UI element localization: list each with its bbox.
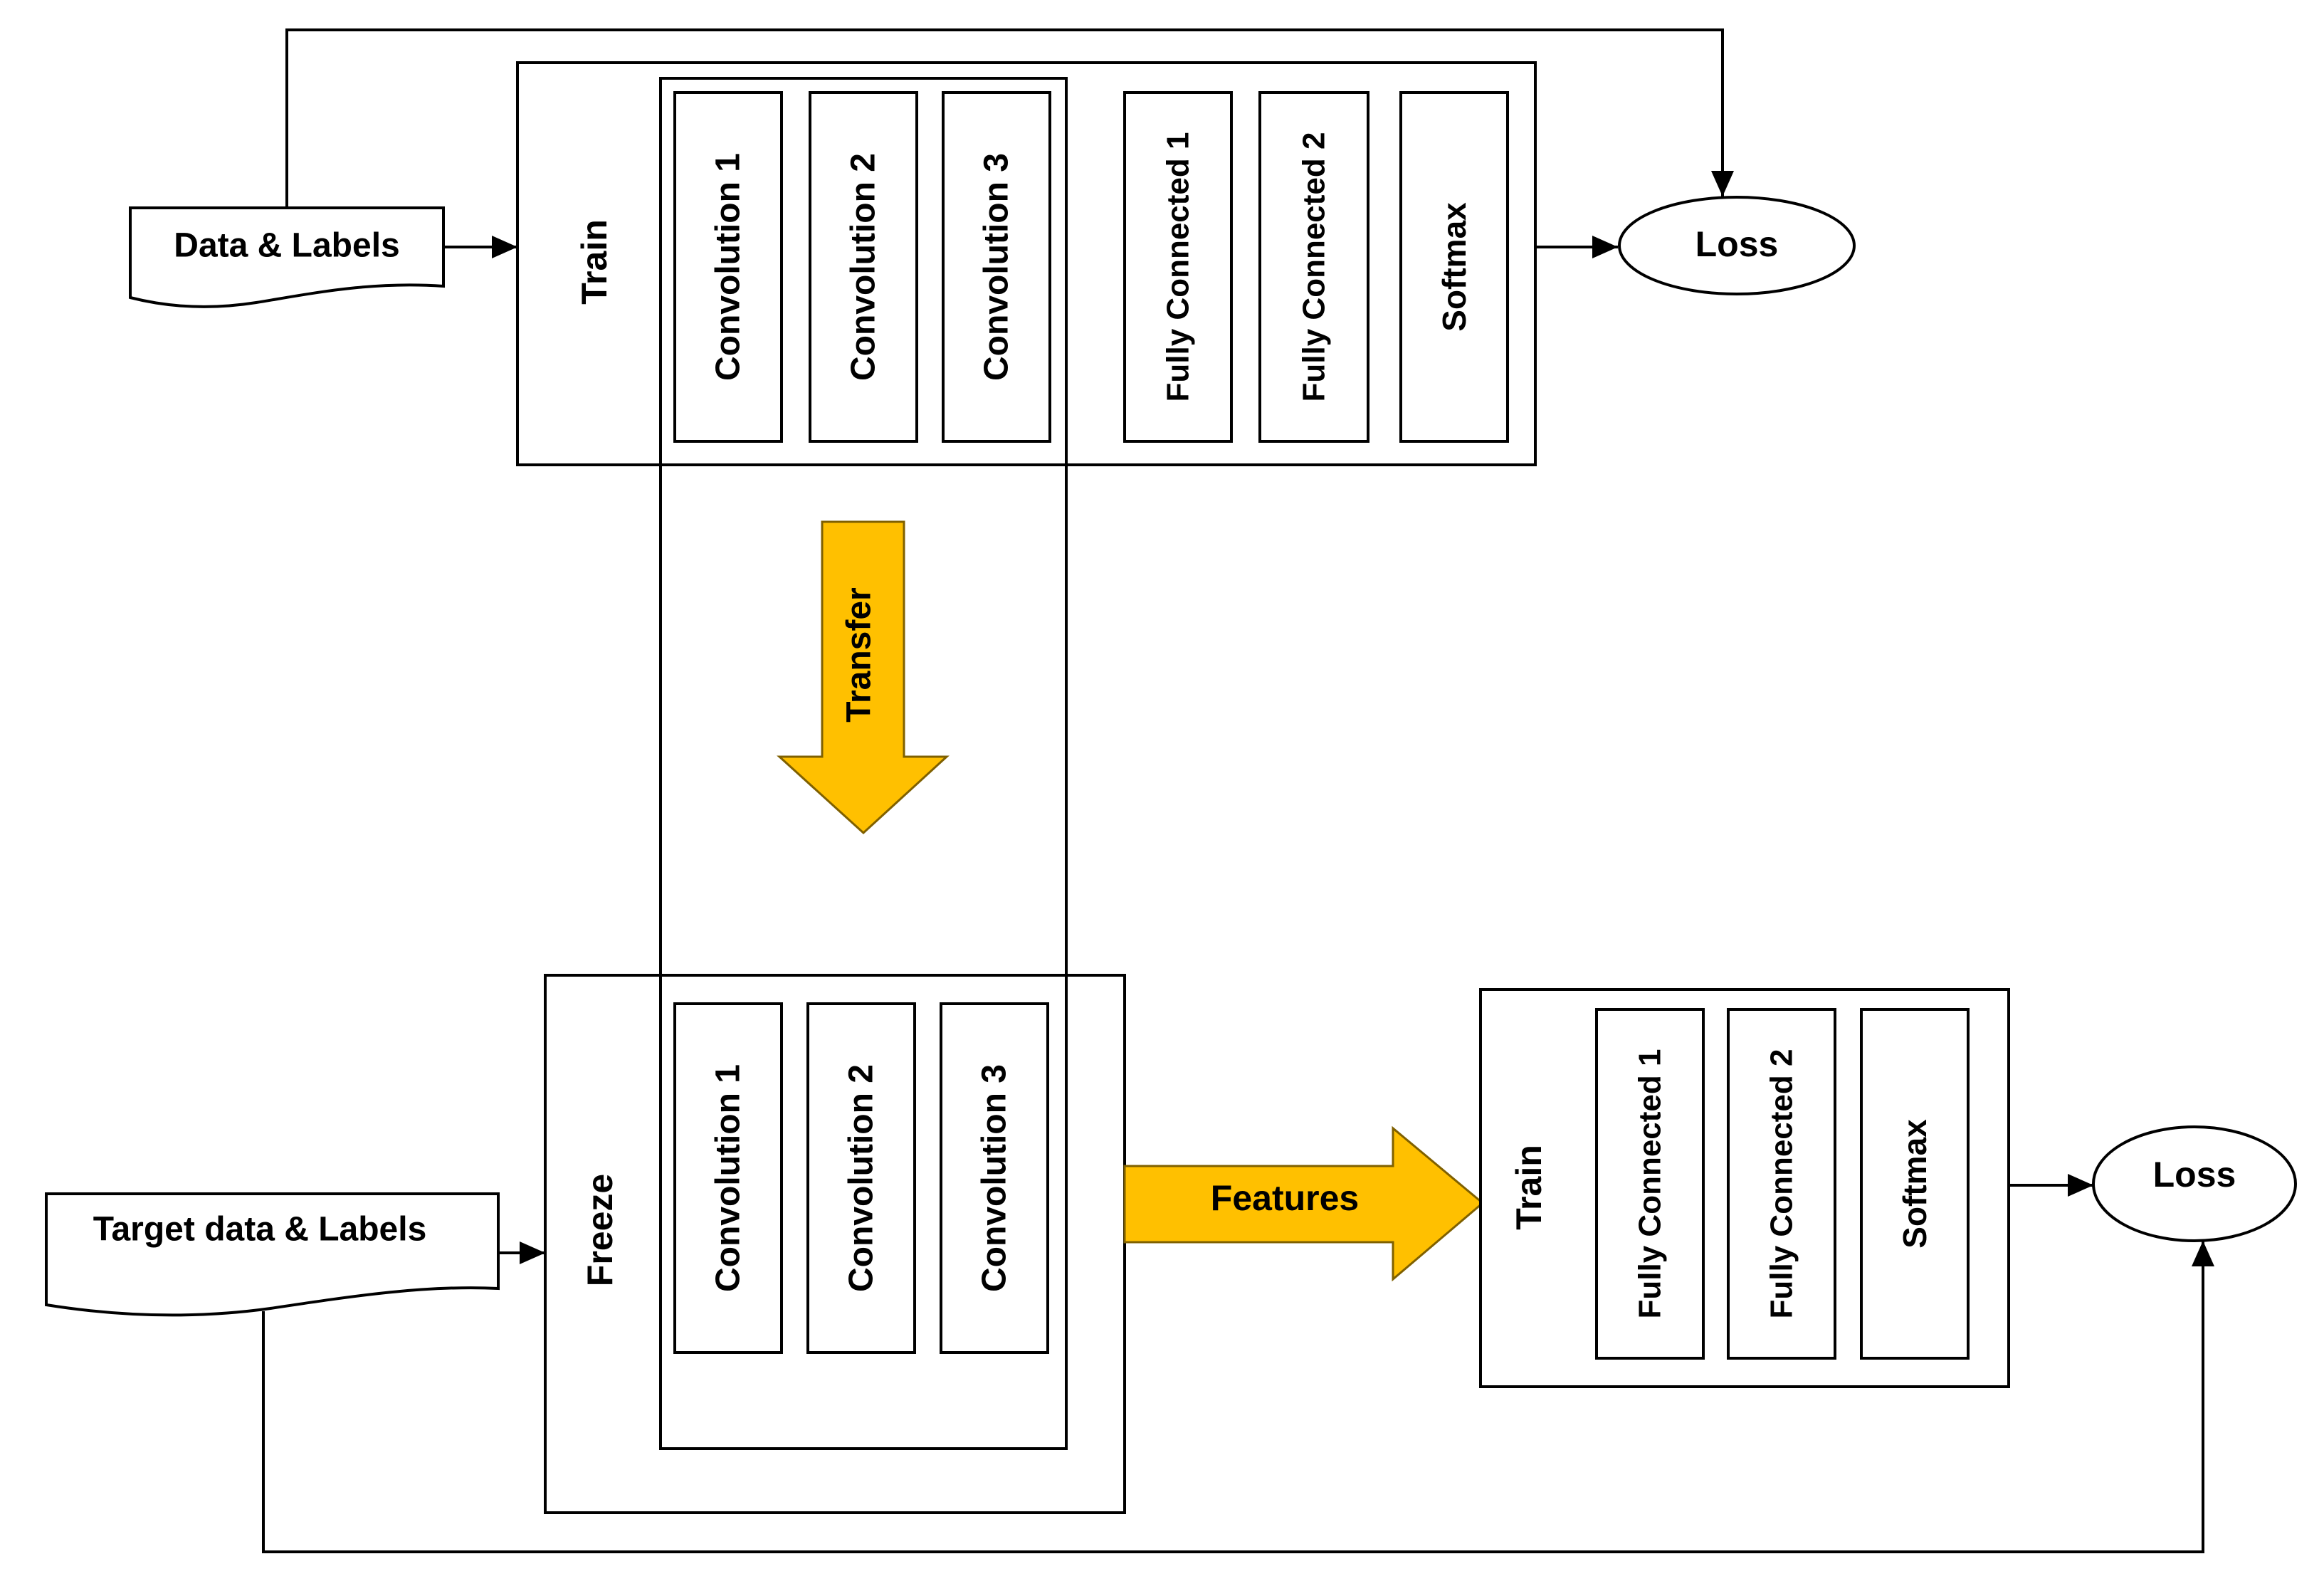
features-arrow — [1123, 1125, 1485, 1282]
top-fc-2-label: Fully Connected 2 — [1297, 132, 1332, 402]
bottom-label-feedback-arrow — [262, 1241, 2214, 1553]
top-conv-3-box — [942, 91, 1051, 443]
transfer-label: Transfer — [841, 587, 878, 722]
top-conv-1-label: Convolution 1 — [710, 153, 747, 381]
bottom-softmax-label: Softmax — [1896, 1119, 1933, 1249]
bottom-conv-2-box — [806, 1002, 916, 1354]
top-input-document — [129, 206, 445, 308]
top-conv-2-label: Convolution 2 — [845, 153, 883, 381]
top-loss-ellipse — [1618, 196, 1856, 295]
bottom-fc-2-box — [1727, 1008, 1836, 1360]
top-fc-2-box — [1258, 91, 1369, 443]
bottom-conv-3-label: Convolution 3 — [976, 1064, 1014, 1292]
bottom-train-label: Train — [1509, 1145, 1549, 1229]
top-conv-2-box — [809, 91, 918, 443]
top-softmax-label: Softmax — [1436, 202, 1473, 332]
bottom-conv-1-box — [673, 1002, 783, 1354]
top-label-feedback-arrow — [285, 28, 1734, 208]
top-conv-3-label: Convolution 3 — [978, 153, 1016, 381]
transfer-arrow — [777, 520, 950, 835]
bottom-conv-3-box — [940, 1002, 1049, 1354]
top-softmax-box — [1399, 91, 1509, 443]
top-fc-1-label: Fully Connected 1 — [1161, 132, 1196, 402]
top-fc-1-box — [1123, 91, 1233, 443]
bottom-conv-1-label: Convolution 1 — [710, 1064, 747, 1292]
bottom-conv-2-label: Convolution 2 — [843, 1064, 880, 1292]
bottom-input-label: Target data & Labels — [93, 1211, 427, 1249]
top-input-label: Data & Labels — [174, 227, 399, 265]
features-label: Features — [1211, 1178, 1359, 1218]
bottom-fc-1-label: Fully Connected 1 — [1633, 1049, 1668, 1319]
transferred-conv-stack-outline — [659, 77, 1068, 1450]
bottom-freeze-label: Freeze — [580, 1174, 620, 1286]
top-loss-label: Loss — [1695, 224, 1779, 264]
bottom-softmax-box — [1860, 1008, 1970, 1360]
bottom-loss-label: Loss — [2153, 1155, 2236, 1194]
bottom-fc-2-label: Fully Connected 2 — [1765, 1049, 1799, 1319]
top-train-label-text: Train — [574, 219, 614, 304]
bottom-input-document — [45, 1192, 500, 1317]
top-conv-1-box — [673, 91, 783, 443]
bottom-fc-1-box — [1595, 1008, 1705, 1360]
top-train-label: Train — [574, 219, 614, 304]
